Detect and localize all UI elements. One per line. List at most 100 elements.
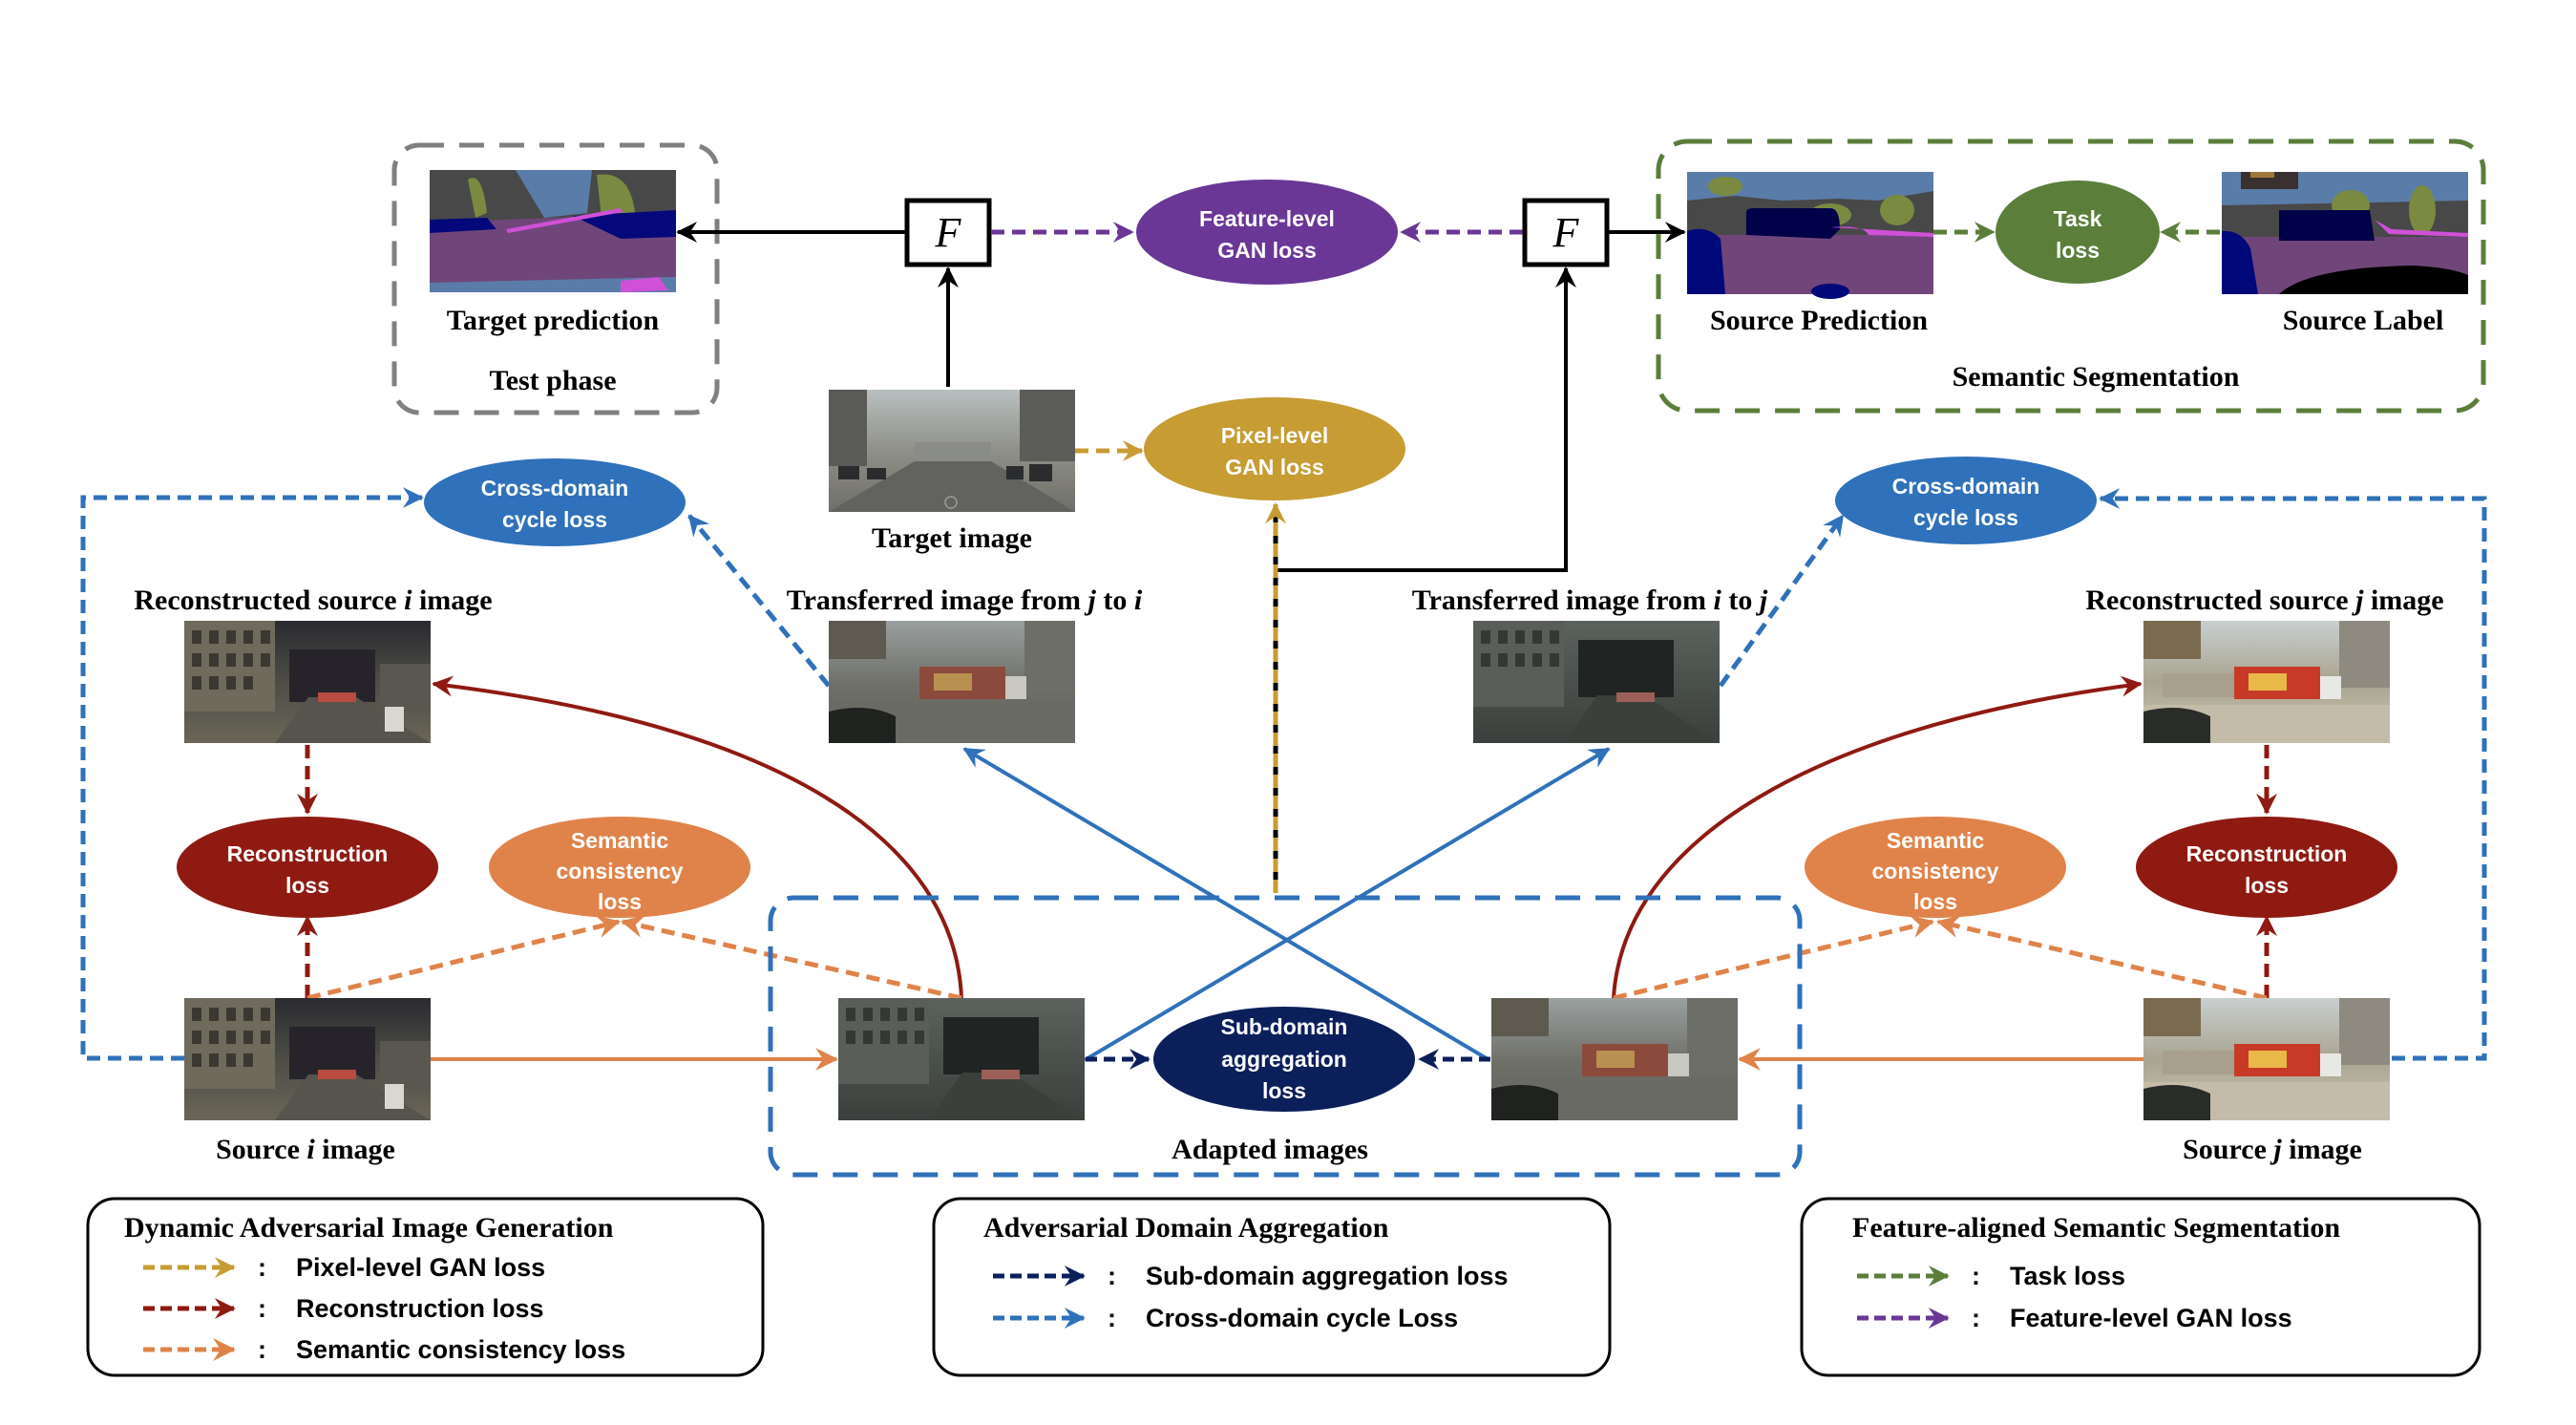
node-text-line: loss [285,873,329,898]
legend-label: Task loss [2010,1262,2125,1290]
semantic-segmentation-box [1656,138,2486,414]
source-label-label: Source Label [2283,305,2444,336]
arrow-source-j-to-semantic-right [1936,915,2268,1001]
f-box-left[interactable]: F [904,198,992,267]
target-image [828,389,1076,513]
legend-label: Semantic consistency loss [296,1335,625,1364]
legend-separator: : [1108,1304,1116,1332]
arrow-transferred-to-f-right [1276,266,1576,572]
legend-separator: : [1972,1262,1980,1290]
node-text-line: Feature-level [1199,206,1335,231]
arrow-adapted-i-to-semantic-left [621,915,962,1001]
legend-box [1800,1197,2481,1377]
pixel-level-gan-loss-node: Pixel-level GAN loss [1144,397,1405,500]
legend-item: :Feature-level GAN loss [1857,1304,2292,1332]
legend-item: : Sub-domain aggregation loss [993,1262,1509,1290]
legend-separator: : [258,1294,266,1323]
node-text-line: aggregation [1221,1047,1347,1072]
semantic-segmentation-label: Semantic Segmentation [1953,361,2240,393]
legend-item: : Semantic consistency loss [143,1335,625,1364]
arrow-source-j-to-cross-domain-right [2099,488,2487,1061]
legend-item: :Cross-domain cycle Loss [993,1304,1458,1332]
legend-label: Pixel-level GAN loss [296,1253,545,1282]
node-text-line: consistency [557,859,684,883]
node-text-line: Pixel-level [1221,423,1329,448]
arrow-adapted-i-to-recon-i [432,675,963,999]
sub-domain-aggregation-loss-node: Sub-domain aggregation loss [1153,1007,1415,1112]
node-text-line: Semantic [571,828,668,853]
source-prediction-label: Source Prediction [1710,305,1928,336]
node-text-line: loss [1262,1078,1306,1103]
legend-item: : Pixel-level GAN loss [143,1253,545,1282]
arrow-adapted-j-to-transfer-ji [962,747,1491,1062]
test-phase-group: Target prediction Test phase [391,142,720,415]
target-image-label: Target image [872,522,1032,554]
arrow-transfer-ji-to-cross-domain-left [687,514,831,688]
transferred-j-to-i-image [829,621,1075,743]
transferred-j-to-i-label: Transferred image from j to i [787,585,1143,616]
adapted-image-j [1491,998,1738,1120]
arrow-adapted-j-to-recon-j [1612,675,2143,999]
node-text-line: Semantic [1887,828,1984,853]
legend-adversarial-domain-aggregation: Adversarial Domain Aggregation : Sub-doma… [932,1197,1612,1377]
source-label-image [2222,172,2468,294]
target-prediction-image [430,170,676,292]
source-i-label: Source i image [216,1134,395,1165]
node-text-line: cycle loss [1913,505,2018,530]
node-text-line: Sub-domain [1221,1014,1348,1039]
test-phase-box [391,142,720,415]
legend-title: Feature-aligned Semantic Segmentation [1852,1212,2340,1244]
task-loss-node: Task loss [1995,181,2160,284]
node-text-line: GAN loss [1217,238,1317,263]
f-label-right: F [1552,209,1580,256]
semantic-segmentation-group: Source Prediction Source Label Task loss… [1656,138,2486,414]
transferred-i-to-j-label: Transferred image from i to j [1412,585,1768,616]
legend-title: Dynamic Adversarial Image Generation [124,1212,614,1244]
semantic-consistency-loss-right-node: Semantic consistency loss [1805,817,2066,918]
legend-separator: : [258,1253,266,1282]
arrow-source-i-to-semantic-left [306,915,621,1001]
reconstruction-loss-left-node: Reconstruction loss [177,817,438,918]
test-phase-label: Test phase [489,365,616,396]
legend-item: : Reconstruction loss [143,1294,544,1323]
legend-feature-aligned-semantic-segmentation: Feature-aligned Semantic Segmentation : T… [1800,1197,2481,1377]
legend-label: Sub-domain aggregation loss [1146,1262,1509,1290]
legend-label: Reconstruction loss [296,1294,544,1323]
node-text-line: consistency [1872,859,1999,883]
source-i-image [184,998,431,1120]
reconstructed-source-i-image [184,621,431,743]
node-text-line: Reconstruction [2186,841,2348,866]
node-text-line: Reconstruction [227,841,389,866]
transferred-i-to-j-image [1473,621,1720,743]
reconstruction-loss-right-node: Reconstruction loss [2136,817,2397,918]
adapted-images-box [768,895,1803,1178]
arrow-transfer-ij-to-cross-domain-right [1718,514,1846,688]
f-box-right[interactable]: F [1522,198,1610,267]
semantic-consistency-loss-left-node: Semantic consistency loss [489,817,750,918]
legend-separator: : [1972,1304,1980,1332]
legend-item: : Task loss [1857,1262,2125,1290]
legend-title: Adversarial Domain Aggregation [983,1212,1389,1244]
node-text-line: loss [2245,873,2289,898]
arrow-adapted-i-to-transfer-ij [1083,747,1611,1062]
node-text-line: loss [598,889,642,914]
adapted-image-i [838,998,1085,1120]
f-label-left: F [935,209,962,256]
node-text-line: Cross-domain [481,476,629,500]
source-j-image [2143,998,2390,1120]
feature-level-gan-loss-node: Feature-level GAN loss [1136,180,1398,285]
node-text-line: cycle loss [502,507,607,532]
source-prediction-image [1687,172,1933,299]
adapted-images-label: Adapted images [1172,1134,1368,1165]
source-j-label: Source j image [2183,1134,2362,1165]
node-text-line: loss [1913,889,1957,914]
legend-separator: : [258,1335,266,1364]
arrow-source-i-to-cross-domain-left [80,487,424,1061]
node-text-line: loss [2056,238,2100,263]
legend-separator: : [1108,1262,1116,1290]
legend-box [932,1197,1612,1377]
cross-domain-cycle-loss-left-node: Cross-domain cycle loss [424,458,686,546]
node-text-line: GAN loss [1225,455,1324,479]
legend-dynamic-adversarial-image-generation: Dynamic Adversarial Image Generation : Pi… [86,1197,765,1377]
